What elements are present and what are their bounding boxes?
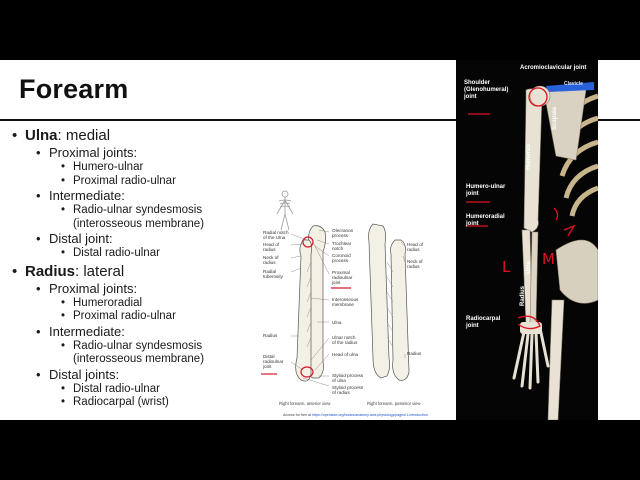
skeleton-thumbnail-icon (276, 190, 294, 231)
skeleton-photo: Acromioclavicular joint Shoulder(Glenohu… (456, 60, 598, 420)
clavicle-highlight (546, 82, 594, 92)
radius-name: Radius (25, 262, 76, 280)
ulna-heading: Ulna: medial (12, 127, 250, 145)
label-radius: Radius (520, 285, 526, 306)
radius-distal-item: Distal radio-ulnar (12, 383, 250, 397)
label-scapula: Scapula (552, 106, 558, 130)
ulna-intermediate-line2: (interosseous membrane) (73, 217, 205, 230)
slide-title: Forearm (19, 74, 129, 104)
radius-intermediate-line1: Radio-ulnar syndesmosis (73, 339, 203, 352)
femur-bone (547, 299, 565, 420)
slide: Forearm Ulna: medial Proximal joints: Hu… (0, 60, 640, 420)
ulna-proximal-item: Humero-ulnar (12, 161, 250, 175)
anterior-interosseous-membrane (306, 261, 312, 348)
ulna-distal-heading: Distal joint: (12, 231, 250, 247)
radius-position: : lateral (75, 262, 125, 280)
posterior-view-bones (368, 223, 410, 381)
label-leader-lines (290, 229, 406, 387)
anterior-view-bones (295, 225, 327, 382)
radius-distal-heading: Distal joints: (12, 367, 250, 383)
radius-intermediate-item: Radio-ulnar syndesmosis(interosseous mem… (12, 340, 250, 367)
label-shoulder-joint: Shoulder(Glenohumeral)joint (464, 80, 509, 100)
label-posterior-radius: Radius (407, 351, 422, 356)
radius-distal-item: Radiocarpal (wrist) (12, 396, 250, 410)
label-acromioclavicular-joint: Acromioclavicular joint (520, 65, 587, 71)
label-head-of-ulna: Head of ulna (332, 352, 359, 357)
arm-skeleton-illustration (466, 82, 598, 420)
source-attribution: Access for free at https://openstax.org/… (283, 413, 428, 417)
ulna-distal-item: Distal radio-ulnar (12, 247, 250, 261)
red-annotation-marks (466, 87, 576, 330)
ulna-intermediate-heading: Intermediate: (12, 188, 250, 204)
label-humerus: Humerus (526, 143, 532, 170)
ulna-proximal-heading: Proximal joints: (12, 145, 250, 161)
radius-proximal-item: Proximal radio-ulnar (12, 310, 250, 324)
bullet-list: Ulna: medial Proximal joints: Humero-uln… (12, 126, 250, 410)
label-clavicle: Clavicle (564, 81, 583, 87)
ulna-name: Ulna (25, 127, 58, 144)
radius-intermediate-heading: Intermediate: (12, 324, 250, 340)
caption-anterior-view: Right forearm, anterior view (279, 401, 331, 406)
red-annotation-marks (261, 236, 351, 378)
label-ulna: Ulna (332, 320, 342, 325)
radius-heading: Radius: lateral (12, 263, 250, 281)
medial-annotation: M (542, 250, 555, 268)
source-link[interactable]: https://openstax.org/books/anatomy-and-p… (311, 413, 428, 417)
forearm-bones-illustration (261, 190, 410, 387)
posterior-interosseous-membrane (386, 261, 394, 348)
label-radius: Radius (263, 333, 278, 338)
ulna-intermediate-item: Radio-ulnar syndesmosis(interosseous mem… (12, 204, 250, 231)
radius-intermediate-line2: (interosseous membrane) (73, 353, 205, 365)
pelvis-bone (555, 239, 598, 304)
lateral-annotation: L (502, 258, 511, 276)
radius-proximal-item: Humeroradial (12, 297, 250, 311)
ulna-proximal-item: Proximal radio-ulnar (12, 175, 250, 189)
caption-posterior-view: Right forearm, posterior view (367, 401, 421, 406)
hand-bones (512, 326, 550, 390)
radius-proximal-heading: Proximal joints: (12, 281, 250, 297)
title-divider (0, 119, 640, 121)
radius-bone (529, 231, 539, 325)
ulna-intermediate-line1: Radio-ulnar syndesmosis (73, 204, 203, 216)
label-ulna: Ulna (526, 260, 532, 274)
ulna-position: : medial (57, 127, 111, 144)
